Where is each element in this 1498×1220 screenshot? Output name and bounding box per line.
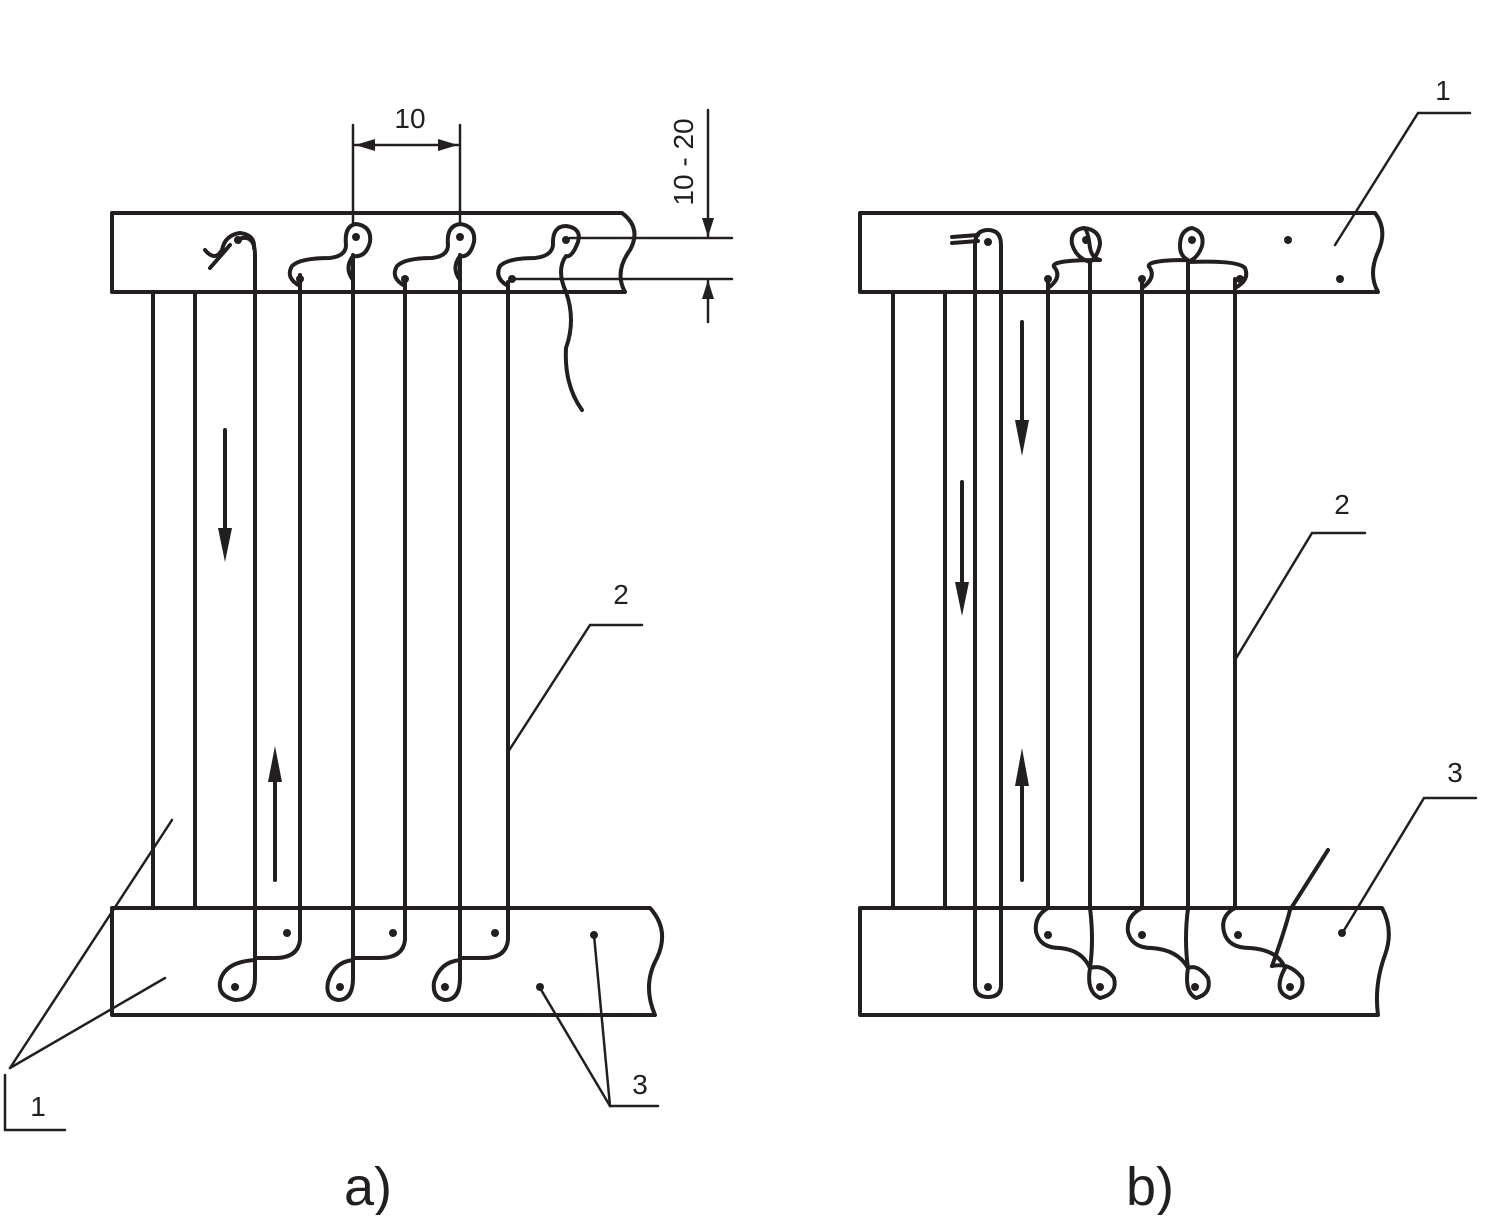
warp-loop	[1082, 226, 1102, 264]
pin	[1336, 275, 1344, 283]
pin	[1286, 983, 1294, 991]
arrow-up-icon	[1015, 748, 1029, 882]
panel-a-leader-3: 3	[538, 933, 660, 1108]
label-pins: 3	[632, 1069, 648, 1100]
warp-thread	[950, 233, 980, 239]
panel-b-leader-2: 2	[1233, 489, 1367, 662]
warp-loop	[1186, 259, 1249, 290]
pin	[1191, 983, 1199, 991]
pin	[1044, 931, 1052, 939]
panel-a-bottom-bar	[110, 906, 665, 1017]
pin	[984, 238, 992, 246]
pin	[1096, 983, 1104, 991]
pin	[336, 983, 344, 991]
pin	[1234, 931, 1242, 939]
pin	[1082, 236, 1090, 244]
pin	[231, 983, 239, 991]
warp-thread	[459, 280, 510, 960]
arrow-down-icon	[218, 428, 232, 562]
panel-b-top-loops	[1046, 226, 1249, 290]
panel-a: 10 10 - 20 1 2 3 a)	[3, 103, 734, 1217]
panel-b-warp-threads	[1046, 260, 1237, 910]
pin	[1284, 236, 1292, 244]
warp-thread	[325, 253, 355, 1002]
warp-thread	[950, 239, 980, 245]
panel-b-leader-3: 3	[1341, 757, 1478, 934]
pin	[401, 275, 409, 283]
panel-b-bottom-loops	[1033, 848, 1330, 1000]
label-warp: 2	[1334, 489, 1350, 520]
panel-a-caption: a)	[344, 1157, 392, 1215]
label-warp: 2	[613, 579, 629, 610]
arrow-down-icon	[1015, 320, 1029, 456]
warp-loop	[287, 222, 373, 288]
panel-a-leader-1: 1	[3, 818, 174, 1132]
warp-thread	[217, 235, 257, 1002]
pin	[984, 983, 992, 991]
panel-b-bottom-bar	[858, 906, 1391, 1017]
pin	[1044, 275, 1052, 283]
warp-thread	[254, 273, 302, 960]
warp-loop	[1221, 906, 1305, 1000]
dimension-width: 10	[351, 103, 462, 227]
pin	[441, 983, 449, 991]
panel-b-leader-1: 1	[1333, 75, 1472, 247]
warp-loop	[496, 224, 584, 412]
warp-loop	[392, 222, 477, 288]
dimension-width-label: 10	[394, 103, 425, 134]
warp-loop	[208, 243, 232, 270]
arrow-up-icon	[268, 746, 282, 882]
pin	[283, 929, 291, 937]
label-frame: 1	[1435, 75, 1451, 106]
warp-loop	[1140, 226, 1205, 290]
warp-loop	[203, 231, 257, 258]
panel-a-top-loops	[203, 222, 584, 412]
pin	[562, 236, 570, 244]
pin	[491, 929, 499, 937]
pin	[456, 233, 464, 241]
warp-loop	[1125, 906, 1211, 1000]
warp-loop	[1046, 226, 1102, 290]
warp-thread	[973, 228, 1003, 999]
pin	[1188, 236, 1196, 244]
warp-loop	[1270, 848, 1330, 968]
warp-thread	[352, 280, 407, 960]
panel-a-leader-2: 2	[506, 579, 644, 754]
arrow-down-icon	[955, 480, 969, 616]
pin	[296, 275, 304, 283]
panel-b: 1 2 3 b)	[858, 75, 1478, 1217]
pin	[389, 929, 397, 937]
panel-b-caption: b)	[1126, 1157, 1174, 1215]
pin	[1138, 275, 1146, 283]
pin	[352, 233, 360, 241]
dimension-height: 10 - 20	[510, 108, 734, 324]
pin	[1236, 275, 1244, 283]
label-frame: 1	[30, 1091, 46, 1122]
dimension-height-label: 10 - 20	[668, 118, 699, 205]
warp-thread	[431, 253, 462, 1002]
pin	[1138, 931, 1146, 939]
pin	[234, 236, 242, 244]
panel-b-top-bar	[858, 211, 1385, 294]
panel-a-warp-threads	[217, 235, 510, 1002]
panel-a-top-bar	[110, 211, 637, 294]
warp-loop	[1033, 906, 1117, 1000]
label-pins: 3	[1447, 757, 1463, 788]
